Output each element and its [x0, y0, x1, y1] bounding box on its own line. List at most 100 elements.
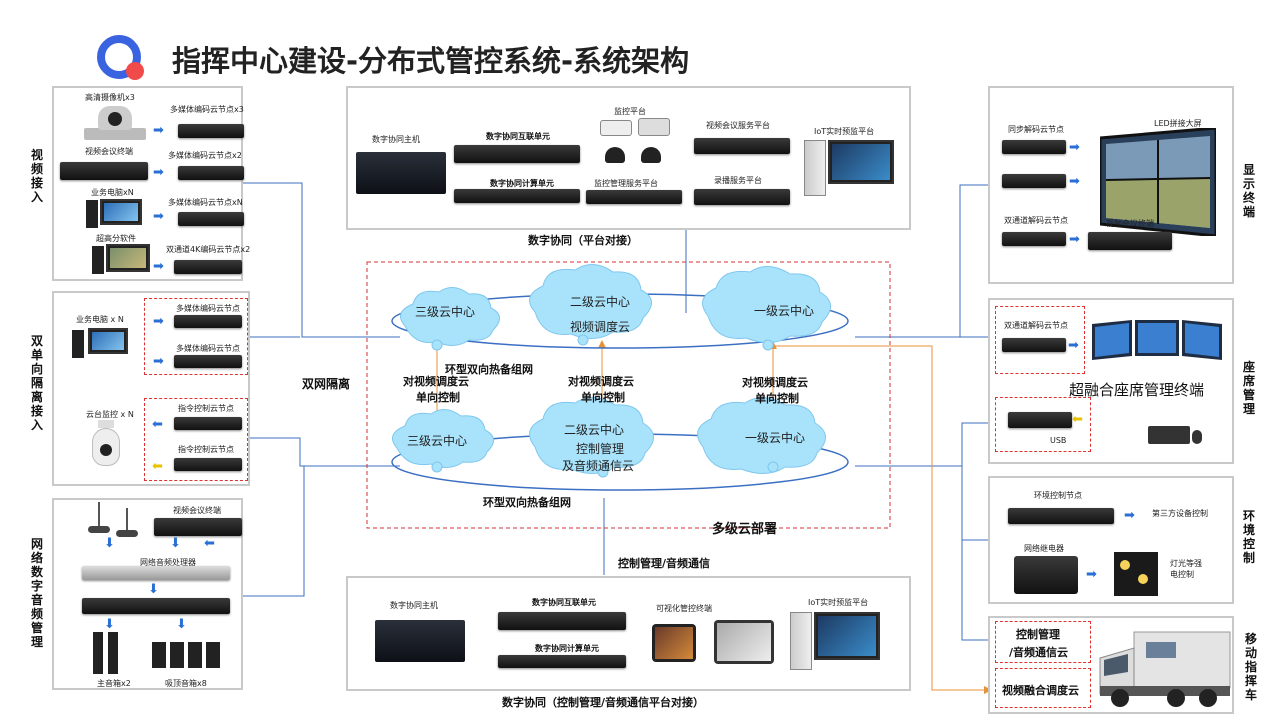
env-label: 环境控制 [1242, 509, 1255, 565]
hires-monitor-icon [106, 244, 150, 272]
page-title: 指挥中心建设-分布式管控系统-系统架构 [172, 44, 690, 78]
pc-tower-icon [86, 200, 98, 228]
arrow-icon: ➡ [1069, 232, 1080, 247]
encoder-x3-device [178, 124, 244, 138]
bottom-iot-label: IoT实时预监平台 [808, 598, 869, 607]
cmd1-label: 指令控制云节点 [178, 404, 234, 413]
seat-usb-device [1008, 412, 1072, 428]
dual-4k-device [174, 260, 242, 274]
seat-title: 超融合座席管理终端 [1069, 381, 1205, 399]
arrow-left-icon: ⬅ [152, 417, 163, 432]
dome-camera-icon [641, 147, 661, 163]
light-label: 灯光等强电控制 [1170, 559, 1202, 579]
microphone-icon [116, 508, 138, 538]
dual-decoder-device [1002, 232, 1066, 246]
speaker-icon [108, 632, 118, 674]
seat-decoder-dash-box [995, 306, 1085, 374]
logo-icon [96, 34, 146, 84]
cloud-l1-lower: 一级云中心 [745, 431, 806, 445]
dome-camera-icon [605, 147, 625, 163]
seat-decoder-label: 双通道解码云节点 [1004, 321, 1068, 330]
encoder-x2-label: 多媒体编码云节点x2 [168, 151, 242, 160]
env-node-label: 环境控制节点 [1034, 491, 1082, 500]
cloud-l3-upper: 三级云中心 [415, 305, 476, 319]
encoder-xn-device [178, 212, 244, 226]
ceiling-speaker-icon [152, 642, 166, 668]
audio-vc-device [154, 518, 242, 536]
cctv-camera-icon [638, 118, 670, 136]
link-mid-2: 单向控制 [581, 391, 625, 404]
record-device [694, 189, 790, 205]
bottom-iot-monitor-icon [814, 612, 880, 660]
ptz-camera-icon [92, 420, 120, 466]
mobile-ctrl-1: 控制管理 [1016, 628, 1060, 641]
led-label: LED拼接大屏 [1154, 119, 1202, 128]
bottom-interconnect-label: 数字协同互联单元 [532, 598, 596, 607]
vc-terminal-device [60, 162, 148, 180]
arrow-icon: ➡ [153, 209, 164, 224]
ctrl-audio-caption: 控制管理/音频通信 [618, 557, 711, 570]
display-label: 显示终端 [1242, 163, 1255, 219]
cloud-video-dispatch: 视频调度云 [570, 320, 631, 334]
hd-camera-label: 高清摄像机x3 [85, 93, 135, 102]
cloud-l2-lower: 二级云中心 [564, 423, 625, 437]
display-vc-label: 视频会议终端 [1106, 219, 1154, 228]
cloud-l3-lower: 三级云中心 [407, 434, 468, 448]
top-interconnect-device [454, 145, 580, 163]
camera-icon [84, 104, 146, 140]
led-wall-icon [1098, 126, 1218, 238]
pc-tower-icon [804, 140, 826, 196]
arrow-down-icon: ⬇ [176, 617, 187, 632]
light-switch-icon [1114, 552, 1158, 596]
arrow-icon: ➡ [1069, 174, 1080, 189]
dual-decoder-label: 双通道解码云节点 [1004, 216, 1068, 225]
isolation-label: 双单向隔离接入 [30, 334, 43, 432]
top-compute-label: 数字协同计算单元 [490, 179, 554, 188]
link-left-2: 单向控制 [416, 391, 460, 404]
main-speaker-label: 主音箱x2 [97, 679, 131, 688]
bottom-host-label: 数字协同主机 [390, 601, 438, 610]
ceiling-speaker-icon [170, 642, 184, 668]
cloud-ctrl-1: 控制管理 [576, 442, 625, 456]
pc-tower-icon [92, 246, 104, 274]
encoder-x3-label: 多媒体编码云节点x3 [170, 105, 244, 114]
isolation-enc2-device [174, 355, 242, 368]
sync-decoder-label: 同步解码云节点 [1008, 125, 1064, 134]
ceiling-speaker-label: 吸顶音箱x8 [165, 679, 207, 688]
pc-tower-icon [790, 612, 812, 670]
ceiling-speaker-icon [206, 642, 220, 668]
ceiling-speaker-icon [188, 642, 202, 668]
sync-decoder-device-2 [1002, 174, 1066, 188]
arrow-icon: ➡ [1086, 567, 1097, 582]
isolation-enc2-label: 多媒体编码云节点 [176, 344, 240, 353]
top-interconnect-label: 数字协同互联单元 [486, 132, 550, 141]
seat-usb-dash-box [995, 397, 1091, 452]
tablet-icon [714, 620, 774, 664]
env-node-device [1008, 508, 1114, 524]
processor-device [82, 566, 230, 580]
monitor-mgmt-label: 监控管理服务平台 [594, 179, 658, 188]
third-party-label: 第三方设备控制 [1152, 509, 1208, 518]
tablet-icon [652, 624, 696, 662]
bottom-caption: 数字协同（控制管理/音频通信平台对接） [502, 696, 705, 709]
pc-tower-icon [72, 330, 84, 358]
cloud-l2-upper: 二级云中心 [570, 295, 631, 309]
business-pc-label: 业务电脑xN [91, 188, 134, 197]
encoder-x2-device [178, 166, 244, 180]
bottom-host-device [375, 620, 465, 662]
cmd2-device [174, 458, 242, 471]
usb-label: USB [1050, 436, 1067, 445]
ring-upper-label: 环型双向热备组网 [445, 363, 533, 376]
isolation-pc-label: 业务电脑 x N [76, 315, 124, 324]
cmd2-label: 指令控制云节点 [178, 445, 234, 454]
bottom-compute-label: 数字协同计算单元 [535, 644, 599, 653]
link-right-2: 单向控制 [755, 392, 799, 405]
audio-vc-label: 视频会议终端 [173, 506, 221, 515]
multi-cloud-label: 多级云部署 [712, 522, 778, 537]
isolation-enc1-label: 多媒体编码云节点 [176, 304, 240, 313]
cloud-l1-upper: 一级云中心 [754, 304, 815, 318]
arrow-down-icon: ⬇ [104, 536, 115, 551]
mobile-fusion-dash-box [995, 668, 1091, 708]
link-mid-1: 对视频调度云 [568, 375, 634, 388]
arrow-down-icon: ⬇ [170, 536, 181, 551]
